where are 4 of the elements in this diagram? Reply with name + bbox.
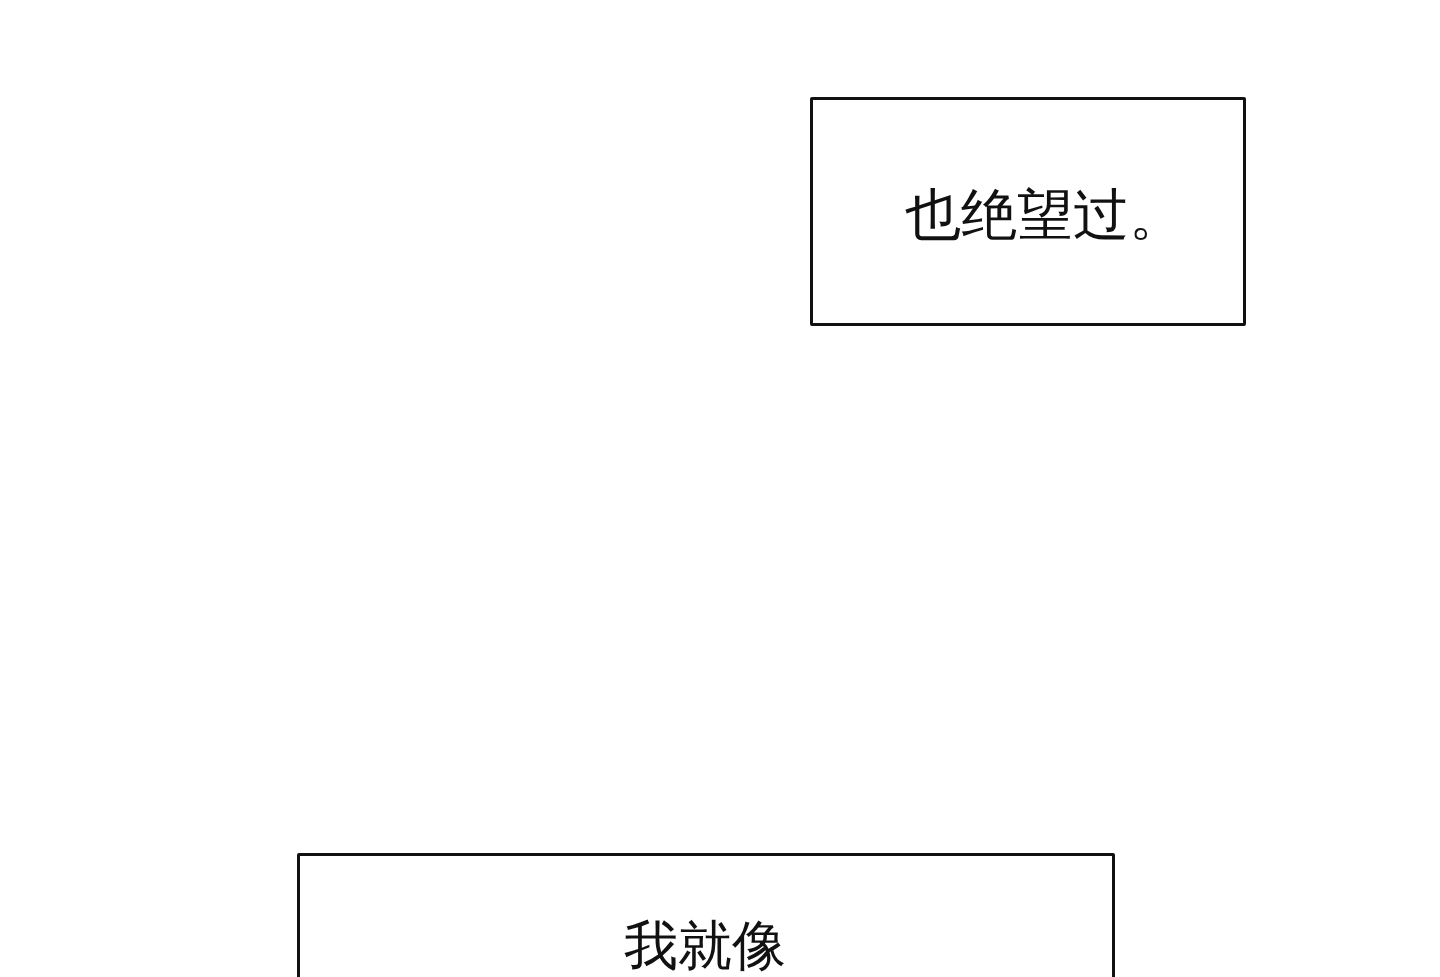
caption-box: [810, 97, 1246, 326]
caption-text: 我就像: [624, 916, 786, 976]
caption-text: 也绝望过。: [905, 184, 1185, 246]
caption-box: [297, 853, 1115, 977]
